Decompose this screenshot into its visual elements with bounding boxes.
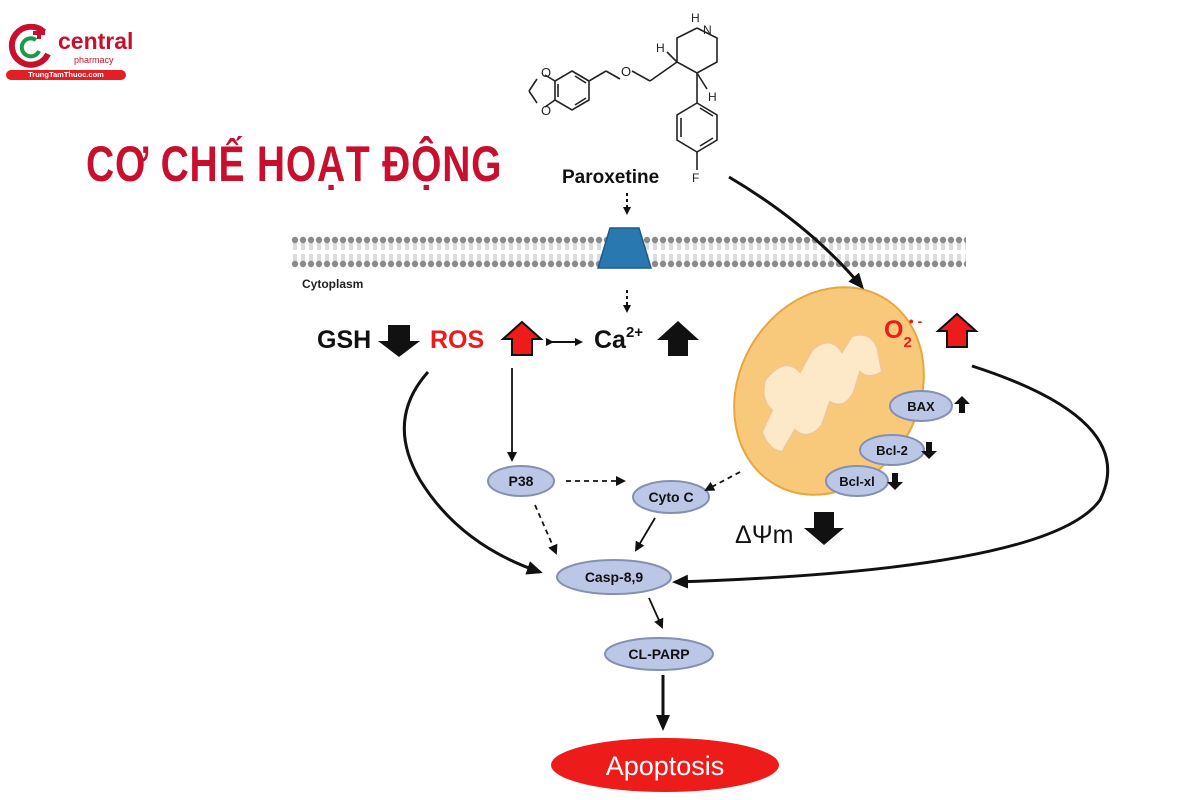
arrow-cytoc-to-casp: [634, 517, 656, 552]
bclxl-down-arrow-icon: [887, 473, 903, 490]
bclxl-label: Bcl-xl: [839, 474, 874, 489]
atom-o-ether: O: [621, 64, 631, 79]
calcium-text: Ca: [594, 326, 627, 354]
clparp-label: CL-PARP: [628, 646, 689, 662]
bax-label: BAX: [907, 399, 935, 414]
calcium-up-arrow-icon: [657, 321, 699, 356]
cytoc-node: [632, 480, 710, 514]
atom-h2: H: [708, 90, 717, 104]
arrow-superoxide-to-casp: [672, 364, 1110, 589]
atom-f: F: [692, 171, 699, 185]
arrow-mito-to-cytoc: [704, 471, 741, 491]
superoxide-label: O2 • -: [884, 313, 923, 351]
superoxide-up-arrow-icon: [935, 312, 979, 348]
bax-up-arrow-icon: [954, 396, 970, 413]
mitochondrion-cristae: [760, 333, 884, 454]
brand-logo: central pharmacy TrungTamThuoc.com: [6, 22, 134, 84]
bcl2-node: [859, 434, 925, 466]
ros-label: ROS: [430, 326, 484, 354]
membrane-channel: [596, 227, 653, 269]
atom-o1: O: [541, 65, 551, 80]
brand-sub: pharmacy: [74, 55, 114, 65]
clparp-node: [604, 637, 714, 671]
bcl2-label: Bcl-2: [876, 443, 908, 458]
calcium-sup: 2+: [626, 324, 643, 341]
superoxide-sub: 2: [903, 334, 911, 351]
arrow-gsh-to-casp: [402, 370, 543, 575]
page-title: CƠ CHẾ HOẠT ĐỘNG: [86, 136, 503, 192]
cytoplasm-label: Cytoplasm: [302, 277, 363, 291]
atom-n: N: [703, 23, 712, 37]
atom-h: H: [691, 11, 700, 25]
paroxetine-atoms: H N H H O O O F: [541, 11, 717, 185]
arrow-casp-to-clparp: [648, 597, 664, 629]
p38-node: [487, 465, 555, 497]
ros-up-arrow-icon: [500, 320, 544, 356]
gsh-label: GSH: [317, 326, 371, 354]
cytoc-label: Cyto C: [648, 489, 693, 505]
central-logo-icon: [8, 24, 51, 68]
bcl2-down-arrow-icon: [921, 442, 937, 459]
paroxetine-structure: [528, 27, 718, 170]
atom-o2: O: [541, 103, 551, 118]
casp-node: [556, 559, 672, 595]
membrane-potential-label: ΔΨm: [735, 521, 793, 549]
apoptosis-label: Apoptosis: [606, 751, 725, 781]
paroxetine-label: Paroxetine: [562, 167, 659, 188]
brand-name: central: [58, 28, 134, 54]
atom-h1: H: [656, 41, 665, 55]
brand-site: TrungTamThuoc.com: [6, 70, 126, 80]
apoptosis-node: [551, 738, 779, 792]
superoxide-sup: • -: [909, 313, 923, 329]
arrow-p38-to-casp: [534, 504, 558, 555]
casp-label: Casp-8,9: [585, 569, 644, 585]
bax-node: [889, 390, 953, 422]
arrow-paroxetine-to-mitochondrion: [728, 175, 864, 290]
calcium-label: Ca2+: [594, 324, 643, 354]
gsh-down-arrow-icon: [378, 325, 420, 357]
superoxide-o: O: [884, 316, 903, 344]
membrane-potential-down-arrow-icon: [804, 512, 844, 545]
p38-label: P38: [509, 473, 534, 489]
bclxl-node: [825, 465, 889, 497]
